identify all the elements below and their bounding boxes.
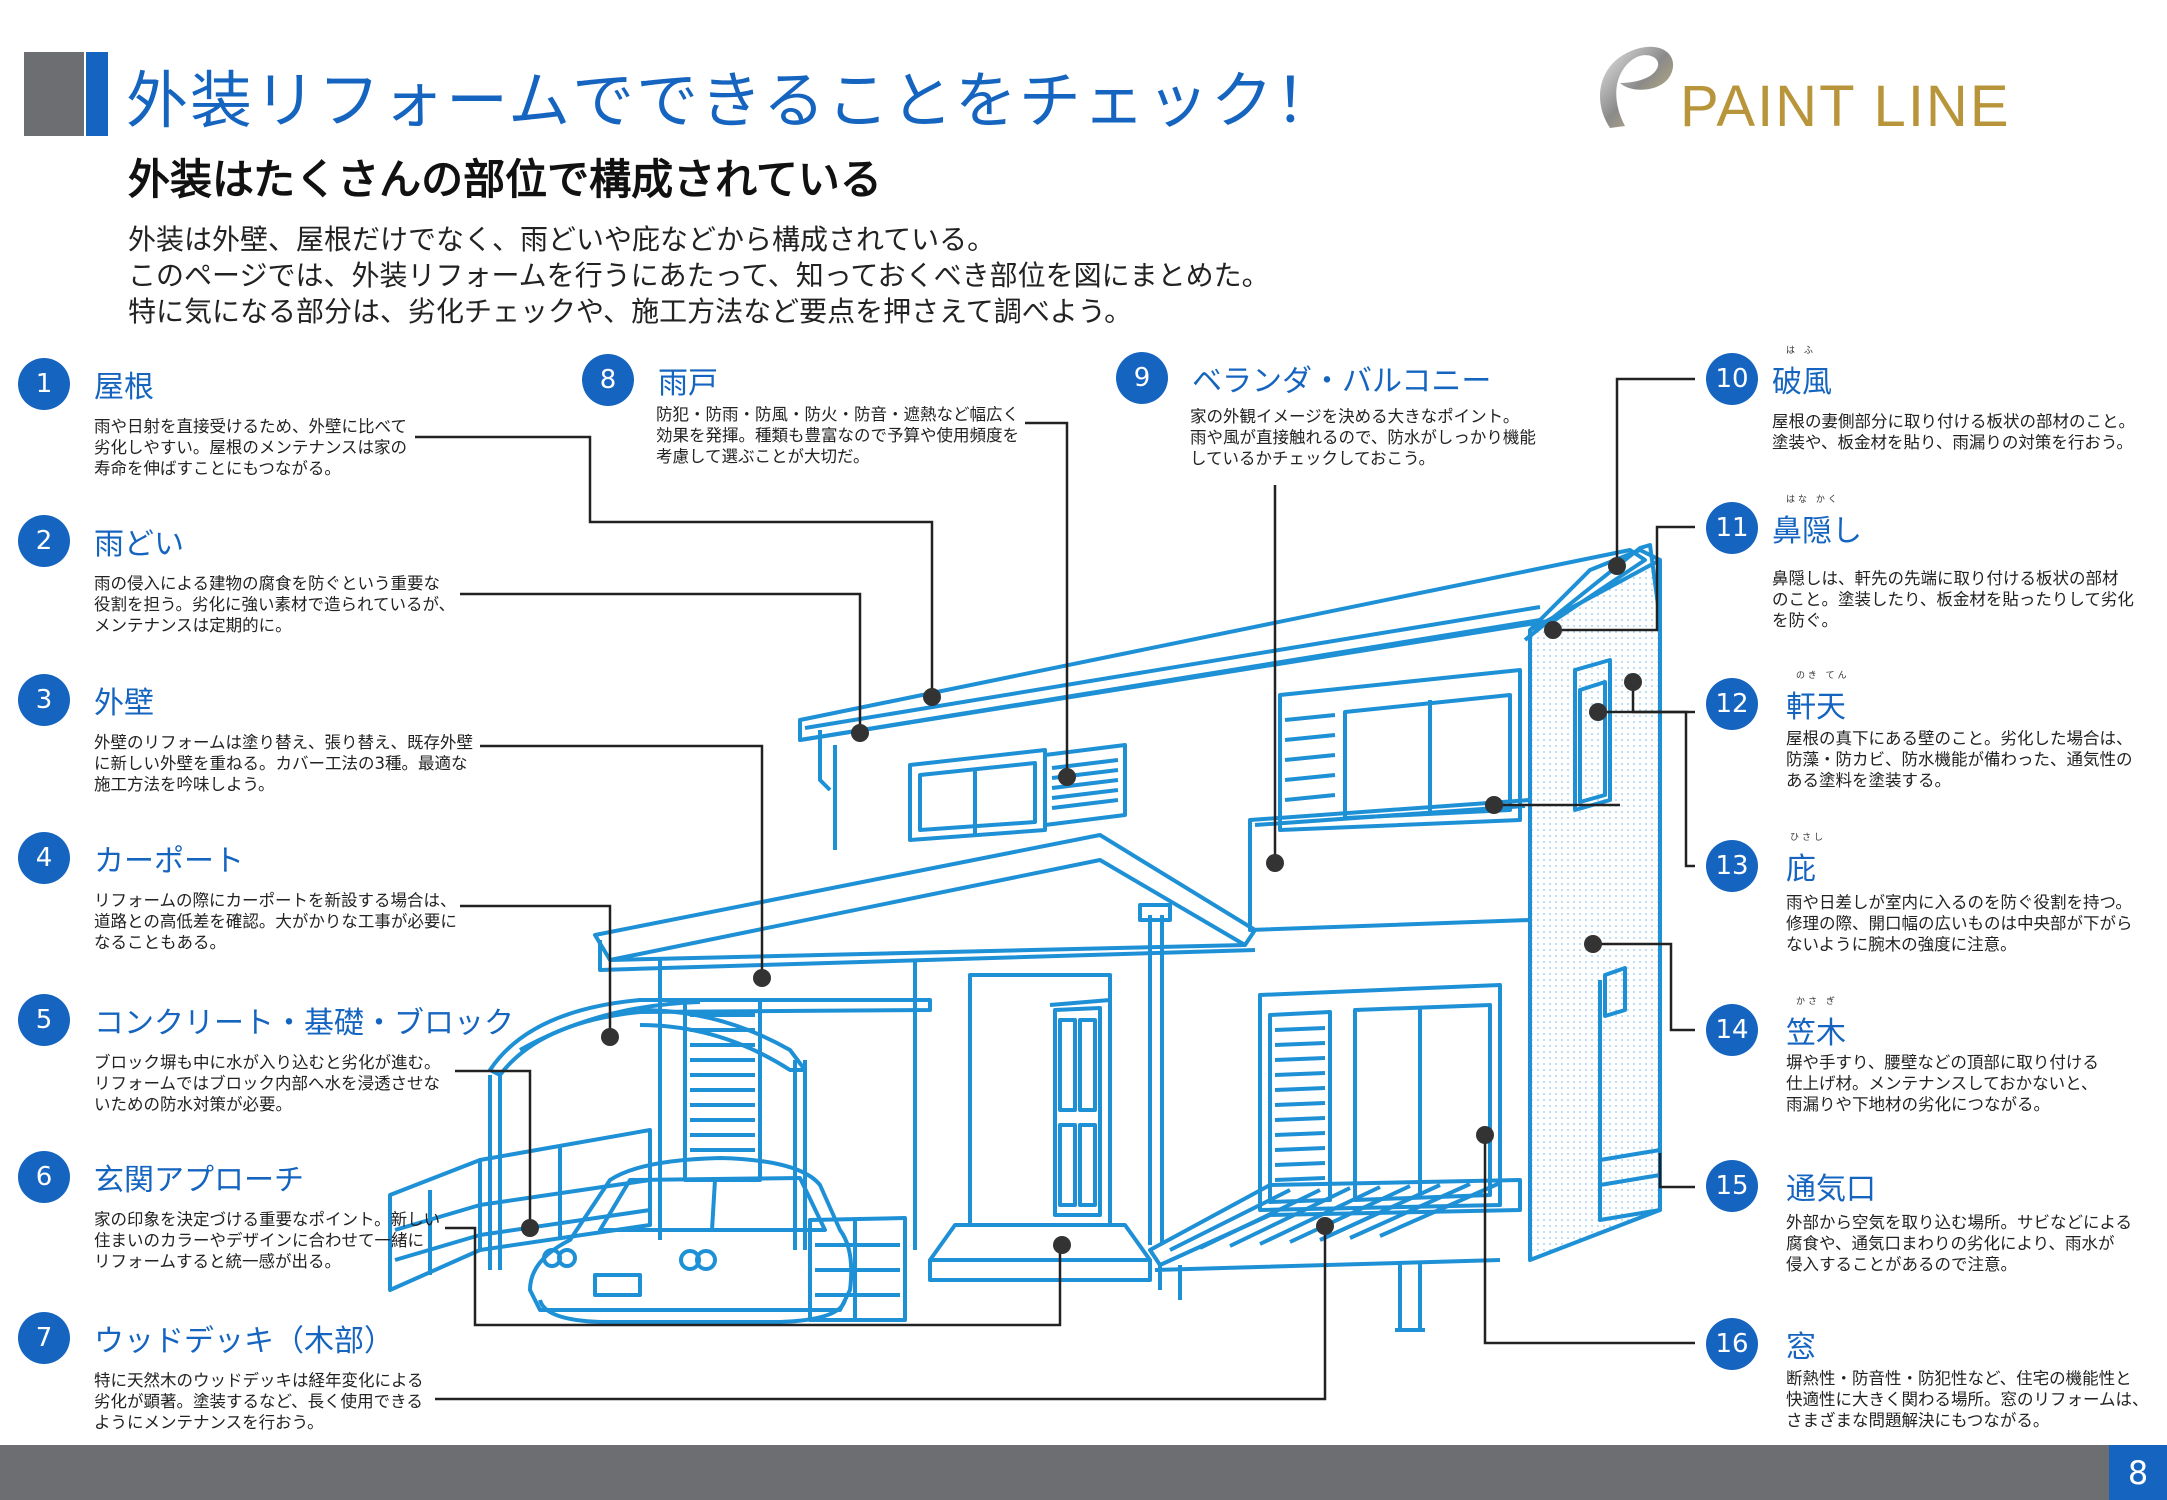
item-title: ベランダ・バルコニー [1192,364,1492,399]
leader-dot [1589,703,1607,721]
item-title: 笠木 [1786,1016,1846,1051]
page-title: 外装リフォームでできることをチェック！ [126,64,1339,137]
item-title: 屋根 [94,370,154,405]
item-number: 8 [582,354,634,406]
item-desc: 鼻隠しは、軒先の先端に取り付ける板状の部材のこと。塗装したり、板金材を貼ったりし… [1772,569,2134,630]
title-accent-blue [86,52,108,136]
item-desc: 防犯・防雨・防風・防火・防音・遮熱など幅広く効果を発揮。種類も豊富なので予算や使… [656,405,1019,466]
item-number: 15 [1706,1160,1758,1212]
item-ruby: はな かく [1786,495,1840,505]
title-accent-gray [24,52,84,136]
item-number: 5 [18,994,70,1046]
item-desc: 屋根の妻側部分に取り付ける板状の部材のこと。塗装や、板金材を貼り、雨漏りの対策を… [1772,412,2135,452]
intro-line: 外装は外壁、屋根だけでなく、雨どいや庇などから構成されている。 [128,223,996,256]
leader-dot [923,688,941,706]
leader-dot [1485,796,1503,814]
leader-dot [1053,1236,1071,1254]
item-title: 鼻隠し [1772,514,1862,549]
item-title: コンクリート・基礎・ブロック [94,1006,514,1041]
intro-text: 外装は外壁、屋根だけでなく、雨どいや庇などから構成されている。 このページでは、… [128,222,1270,330]
item-number: 2 [18,515,70,567]
item-title: ウッドデッキ（木部） [94,1324,394,1359]
item-desc: 塀や手すり、腰壁などの頂部に取り付ける仕上げ材。メンテナンスしておかないと、雨漏… [1786,1053,2099,1114]
item-desc: ブロック塀も中に水が入り込むと劣化が進む。リフォームではブロック内部へ水を浸透さ… [94,1053,441,1114]
leader-dot [521,1219,539,1237]
item-desc: 家の外観イメージを決める大きなポイント。雨や風が直接触れるので、防水がしっかり機… [1190,407,1536,468]
logo-text: PAINT LINE [1680,74,2011,138]
paint-line-logo: PAINT LINE [1600,46,2011,138]
item-number: 11 [1706,502,1758,554]
item-title: 玄関アプローチ [94,1163,304,1198]
item-desc: リフォームの際にカーポートを新設する場合は、道路との高低差を確認。大がかりな工事… [94,891,457,952]
leader-dot [601,1028,619,1046]
item-desc: 外壁のリフォームは塗り替え、張り替え、既存外壁に新しい外壁を重ねる。カバー工法の… [94,733,474,794]
item-title: 窓 [1786,1330,1816,1365]
leader-dot [1266,854,1284,872]
item-title: 通気口 [1786,1172,1876,1207]
item-number: 7 [18,1312,70,1364]
house-outline [388,543,1662,1332]
item-number: 14 [1706,1004,1758,1056]
intro-line: 特に気になる部分は、劣化チェックや、施工方法など要点を押さえて調べよう。 [128,295,1133,328]
leader-dot [1624,673,1642,691]
item-number: 12 [1706,678,1758,730]
leader-dot [1316,1217,1334,1235]
item-desc: 雨や日射を直接受けるため、外壁に比べて劣化しやすい。屋根のメンテナンスは家の寿命… [94,417,408,478]
item-number: 3 [18,674,70,726]
item-title: 雨どい [94,527,184,562]
item-number: 10 [1706,353,1758,405]
item-title: 雨戸 [658,366,718,401]
item-desc: 家の印象を決定づける重要なポイント。新しい住まいのカラーやデザインに合わせて一緒… [94,1210,441,1271]
leader-dots [521,557,1642,1254]
item-ruby: ひさし [1790,833,1827,843]
item-title: 軒天 [1786,690,1846,725]
item-desc: 雨の侵入による建物の腐食を防ぐという重要な役割を担う。劣化に強い素材で造られてい… [94,574,456,635]
item-ruby: は ふ [1786,346,1816,356]
item-number: 1 [18,358,70,410]
leader-dot [1608,557,1626,575]
item-number: 9 [1116,352,1168,404]
intro-line: このページでは、外装リフォームを行うにあたって、知っておくべき部位を図にまとめた… [128,259,1270,292]
item-title: カーポート [94,844,244,879]
item-desc: 外部から空気を取り込む場所。サビなどによる腐食や、通気口まわりの劣化により、雨水… [1786,1213,2133,1274]
item-number: 13 [1706,840,1758,892]
item-number: 6 [18,1151,70,1203]
page-number: 8 [2109,1445,2167,1500]
leader-dot [753,969,771,987]
item-ruby: のき てん [1796,671,1850,681]
item-desc: 断熱性・防音性・防犯性など、住宅の機能性と快適性に大きく関わる場所。窓のリフォー… [1786,1369,2149,1430]
leader-dot [1584,935,1602,953]
leader-dot [1058,768,1076,786]
footer-bar [0,1445,2167,1500]
section-subtitle: 外装はたくさんの部位で構成されている [128,155,882,204]
leader-dot [1476,1126,1494,1144]
leader-dot [851,724,869,742]
item-title: 庇 [1786,852,1816,887]
item-title: 外壁 [94,686,154,721]
leader-lines [415,377,1695,1401]
item-desc: 屋根の真下にある壁のこと。劣化した場合は、防藻・防カビ、防水機能が備わった、通気… [1786,729,2133,790]
item-number: 4 [18,832,70,884]
item-desc: 雨や日差しが室内に入るのを防ぐ役割を持つ。修理の際、開口幅の広いものは中央部が下… [1786,893,2133,954]
item-ruby: かさ ぎ [1796,997,1838,1007]
item-number: 16 [1706,1318,1758,1370]
leader-dot [1544,621,1562,639]
item-title: 破風 [1772,365,1832,400]
item-desc: 特に天然木のウッドデッキは経年変化による劣化が顕著。塗装するなど、長く使用できる… [94,1371,424,1432]
